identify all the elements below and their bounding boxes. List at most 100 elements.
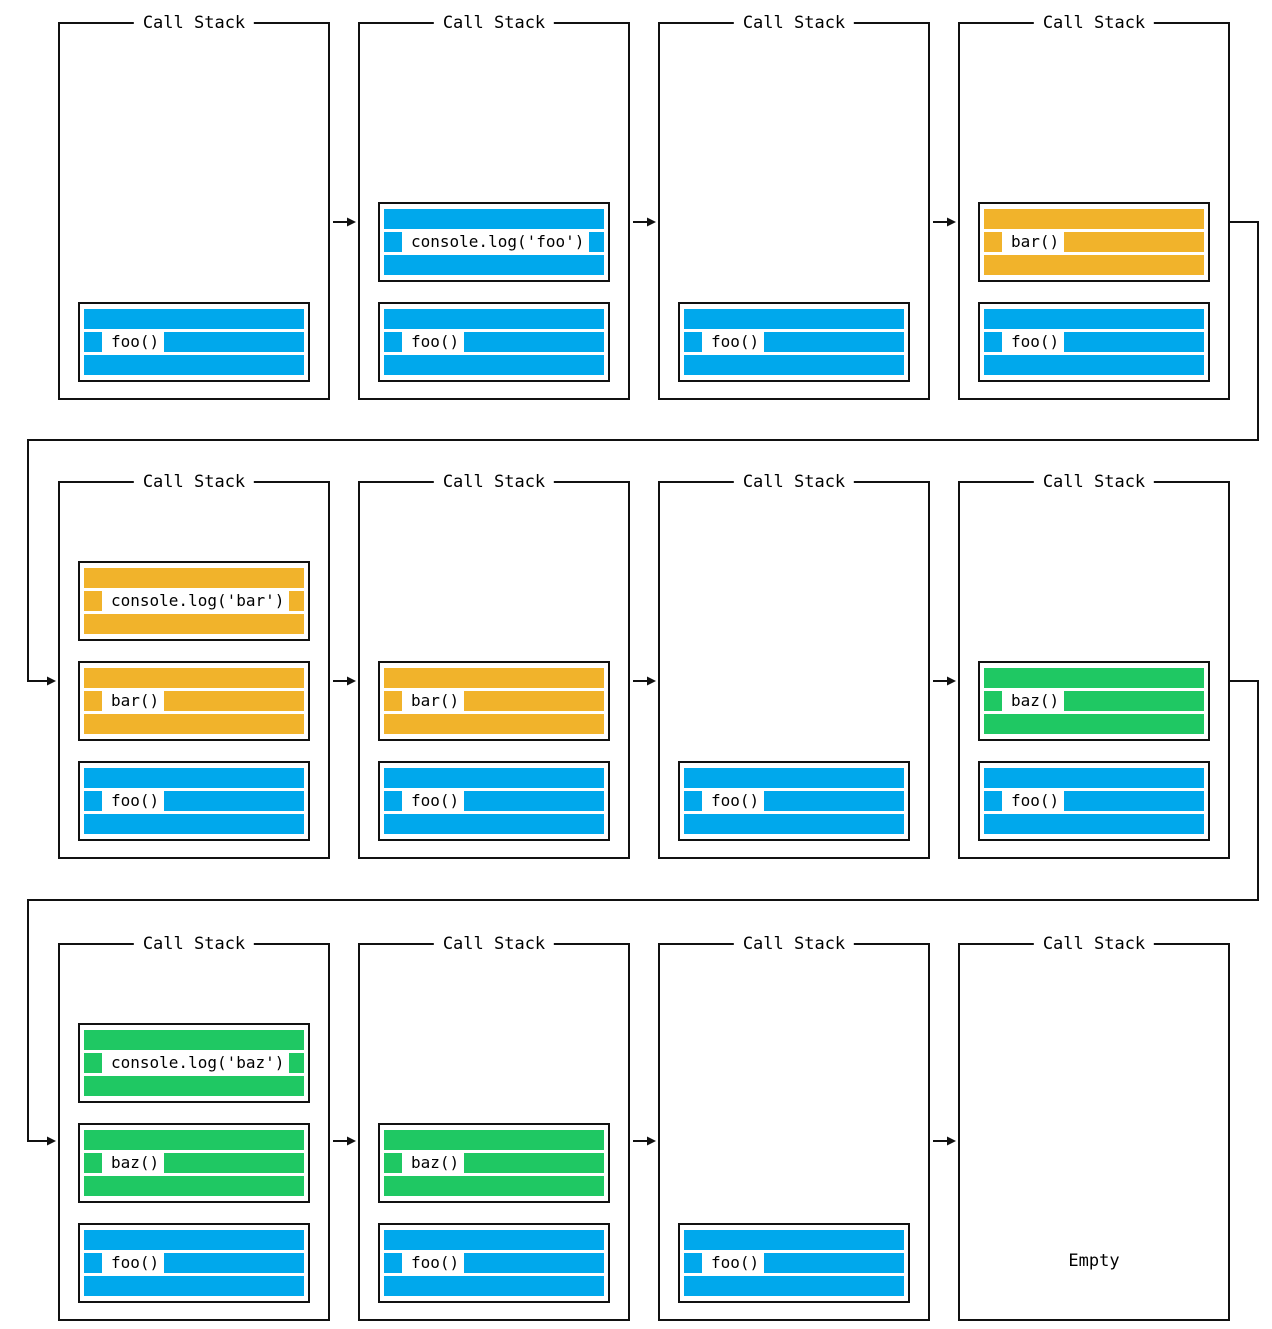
call-stack-panel: Call Stack bar() foo()	[358, 472, 630, 859]
frame-stripe-fill	[764, 332, 904, 352]
frame-stripe-top	[84, 1030, 304, 1050]
frame-stripe-fill	[289, 591, 304, 611]
frame-stripe-top	[984, 668, 1204, 688]
frame-stripe-fill	[464, 1253, 604, 1273]
stack-frame: foo()	[678, 302, 910, 382]
frame-stripe-chip	[84, 332, 102, 352]
frame-stripe-middle: bar()	[384, 691, 604, 711]
frame-stripe-top	[384, 309, 604, 329]
frame-stripe-fill	[464, 332, 604, 352]
frame-stripe-bottom	[84, 1076, 304, 1096]
stack-frame: console.log('foo')	[378, 202, 610, 282]
frame-stripe-fill	[1064, 791, 1204, 811]
stack-frame: bar()	[978, 202, 1210, 282]
frame-stripe-middle: foo()	[684, 332, 904, 352]
stack-frame-label: foo()	[1002, 791, 1065, 811]
panel-title: Call Stack	[1033, 13, 1155, 33]
stack-frame-label: foo()	[1002, 332, 1065, 352]
frame-stripe-fill	[464, 691, 604, 711]
frame-stripe-bottom	[684, 355, 904, 375]
panel-title: Call Stack	[433, 472, 555, 492]
frame-stripe-top	[384, 209, 604, 229]
stack-frame-label: foo()	[402, 791, 465, 811]
frame-stripe-middle: foo()	[84, 1253, 304, 1273]
stack-frame-label: bar()	[1002, 232, 1065, 252]
frame-stripe-chip	[84, 691, 102, 711]
frame-stripe-middle: console.log('bar')	[84, 591, 304, 611]
frame-stripe-fill	[1064, 691, 1204, 711]
panel-title: Call Stack	[133, 472, 255, 492]
frame-stripe-chip	[384, 332, 402, 352]
frame-stripe-middle: bar()	[84, 691, 304, 711]
frame-stripe-chip	[984, 691, 1002, 711]
frame-stripe-bottom	[84, 714, 304, 734]
stack-frame: foo()	[78, 302, 310, 382]
frame-stripe-top	[84, 768, 304, 788]
frame-stripe-top	[384, 668, 604, 688]
call-stack-panel: Call Stack foo()	[658, 934, 930, 1321]
frame-stripe-middle: foo()	[84, 332, 304, 352]
frame-stripe-top	[84, 1130, 304, 1150]
stack-frame: foo()	[678, 761, 910, 841]
frame-stripe-top	[684, 1230, 904, 1250]
frame-stripe-bottom	[84, 1176, 304, 1196]
frame-stripe-top	[84, 568, 304, 588]
frame-stripe-chip	[984, 332, 1002, 352]
frame-stripe-middle: console.log('baz')	[84, 1053, 304, 1073]
frame-stripe-bottom	[384, 1176, 604, 1196]
frame-stripe-bottom	[84, 814, 304, 834]
stack-frame: bar()	[78, 661, 310, 741]
frame-stripe-middle: foo()	[684, 1253, 904, 1273]
frame-stripe-bottom	[384, 714, 604, 734]
stack-frame-label: baz()	[1002, 691, 1065, 711]
frame-stripe-bottom	[384, 255, 604, 275]
stack-frame: foo()	[378, 1223, 610, 1303]
stack-frame-label: console.log('baz')	[102, 1053, 290, 1073]
panel-title: Call Stack	[133, 13, 255, 33]
panel-title: Call Stack	[733, 934, 855, 954]
frame-stripe-fill	[164, 332, 304, 352]
panel-title: Call Stack	[433, 934, 555, 954]
frame-stripe-bottom	[984, 814, 1204, 834]
frame-stripe-bottom	[684, 1276, 904, 1296]
frame-stripe-bottom	[984, 355, 1204, 375]
frame-stripe-chip	[684, 791, 702, 811]
stack-frame-label: bar()	[402, 691, 465, 711]
frame-stripe-top	[384, 768, 604, 788]
panel-title: Call Stack	[733, 13, 855, 33]
stack-frame-label: foo()	[102, 1253, 165, 1273]
frame-stripe-top	[684, 309, 904, 329]
frame-stripe-fill	[589, 232, 604, 252]
empty-stack-label: Empty	[1068, 1251, 1120, 1271]
frame-stripe-chip	[384, 1153, 402, 1173]
frame-stripe-fill	[464, 791, 604, 811]
frame-stripe-middle: console.log('foo')	[384, 232, 604, 252]
stack-frame-label: console.log('bar')	[102, 591, 290, 611]
frame-stripe-bottom	[384, 355, 604, 375]
call-stack-panel: Call Stack baz() foo()	[358, 934, 630, 1321]
frame-stripe-fill	[1064, 232, 1204, 252]
frame-stripe-bottom	[84, 355, 304, 375]
frame-stripe-chip	[984, 232, 1002, 252]
frame-stripe-fill	[164, 1253, 304, 1273]
panel-title: Call Stack	[133, 934, 255, 954]
frame-stripe-fill	[464, 1153, 604, 1173]
frame-stripe-chip	[384, 232, 402, 252]
frame-stripe-bottom	[984, 255, 1204, 275]
stack-frame: bar()	[378, 661, 610, 741]
stack-frame: baz()	[378, 1123, 610, 1203]
frame-stripe-top	[984, 768, 1204, 788]
frame-stripe-chip	[684, 332, 702, 352]
stack-frame: foo()	[78, 1223, 310, 1303]
frame-stripe-top	[84, 1230, 304, 1250]
frame-stripe-bottom	[84, 1276, 304, 1296]
call-stack-panel: Call Stack foo()	[658, 13, 930, 400]
frame-stripe-middle: foo()	[384, 791, 604, 811]
frame-stripe-top	[84, 668, 304, 688]
